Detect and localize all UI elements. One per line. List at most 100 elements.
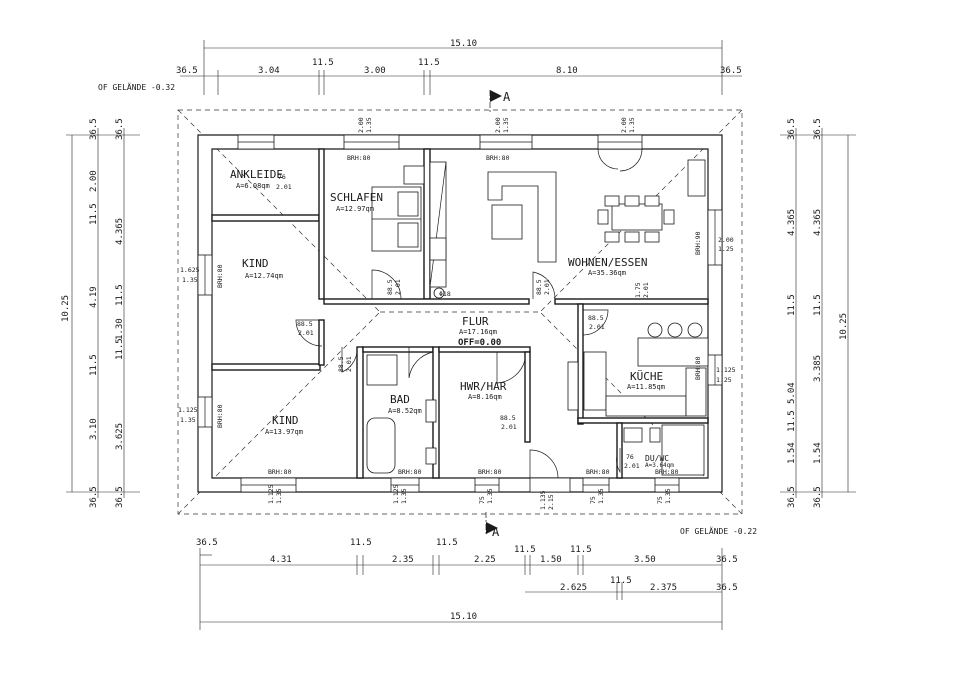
win-ankleide-w: 76 bbox=[278, 173, 286, 181]
dim-bottom-r3-3: 2.375 bbox=[650, 583, 677, 593]
section-mark-bottom: A bbox=[492, 525, 500, 539]
brh-label: BRH:80 bbox=[586, 468, 610, 476]
dimension-bottom: 36.5 11.5 11.5 4.31 2.35 2.25 11.5 1.50 … bbox=[196, 538, 738, 630]
brh-label: BRH:80 bbox=[478, 468, 502, 476]
dimension-left: 10.25 36.5 11.5 4.19 11.5 3.10 36.5 36.5… bbox=[61, 118, 140, 508]
dim-win-wohnen1-h: 1.35 bbox=[502, 117, 510, 133]
room-kind2-area: A=13.97qm bbox=[265, 428, 303, 436]
dim-bottom-r2-3: 2.25 bbox=[474, 555, 496, 565]
dim-left-outer-4: 11.5 bbox=[89, 354, 99, 376]
room-kind2-name: KIND bbox=[272, 414, 299, 427]
bottom-opening-1-h: 1.35 bbox=[275, 488, 283, 504]
dim-win-kueche-h: 1.25 bbox=[716, 376, 732, 384]
bottom-opening-4-h: 2.15 bbox=[547, 494, 555, 510]
dim-right-inner-6: 36.5 bbox=[813, 486, 823, 508]
door-wohnen-w: 88.5 bbox=[535, 279, 543, 295]
room-kueche-area: A=11.85qm bbox=[627, 383, 665, 391]
room-duwc-name: DU/WC bbox=[645, 454, 669, 463]
bottom-opening-5-w: 75 bbox=[589, 496, 597, 504]
brh-label: BRH:80 bbox=[694, 356, 702, 380]
bottom-opening-1-w: 1.125 bbox=[267, 484, 275, 504]
dim-win-schlafen-h: 1.35 bbox=[365, 117, 373, 133]
dim-win-kind1-w: 1.625 bbox=[180, 266, 200, 274]
brh-label: BRH:80 bbox=[655, 468, 679, 476]
dim-left-outer-2: 11.5 bbox=[89, 203, 99, 225]
door-kueche-top-h: 2.01 bbox=[642, 282, 650, 298]
section-markers: A A bbox=[485, 90, 511, 539]
dim-bottom-r3-1: 11.5 bbox=[610, 576, 632, 586]
interior-walls bbox=[211, 148, 709, 479]
bottom-opening-3-h: 1.35 bbox=[486, 488, 494, 504]
dimension-right: 10.25 36.5 4.365 11.5 5.04 11.5 1.54 36.… bbox=[780, 118, 856, 508]
win-ankleide-h: 2.01 bbox=[276, 183, 292, 191]
section-mark-top: A bbox=[503, 90, 511, 104]
door-hwr-h: 2.01 bbox=[501, 423, 517, 431]
bottom-opening-2-w: 1.125 bbox=[392, 484, 400, 504]
dim-win-wohnen-right-h: 1.25 bbox=[718, 245, 734, 253]
room-wohnen-area: A=35.36qm bbox=[588, 269, 626, 277]
dim-bottom-r2-7: 3.50 bbox=[634, 555, 656, 565]
bottom-opening-6-h: 1.35 bbox=[664, 488, 672, 504]
door-kueche-h: 2.01 bbox=[589, 323, 605, 331]
room-ankleide-name: ANKLEIDE bbox=[230, 168, 283, 181]
dim-right-inner-5: 1.54 bbox=[813, 442, 823, 464]
dim-right-inner-4: 3.385 bbox=[813, 355, 823, 382]
dim-left-inner-7: 3.625 bbox=[115, 423, 125, 450]
dim-left-outer-3: 4.19 bbox=[89, 286, 99, 308]
furniture bbox=[366, 159, 709, 476]
dim-bottom-r1-3: 11.5 bbox=[436, 538, 458, 548]
dim-win-kueche-w: 1.125 bbox=[716, 366, 736, 374]
dim-top-chain-1: 36.5 bbox=[176, 66, 198, 76]
dim-top-chain-5: 11.5 bbox=[418, 58, 440, 68]
dim-win-wohnen1-w: 2.00 bbox=[494, 117, 502, 133]
dim-right-outer-6: 1.54 bbox=[787, 442, 797, 464]
room-ankleide-area: A=6.08qm bbox=[236, 182, 270, 190]
dim-left-inner-6: 11.5 bbox=[115, 338, 125, 360]
door-duwc-w: 76 bbox=[626, 453, 634, 461]
room-wohnen-name: WOHNEN/ESSEN bbox=[568, 256, 647, 269]
room-schlafen-name: SCHLAFEN bbox=[330, 191, 383, 204]
dim-top-overall: 15.10 bbox=[450, 39, 477, 49]
room-flur-area: A=17.16qm bbox=[459, 328, 497, 336]
room-bad-area: A=8.52qm bbox=[388, 407, 422, 415]
level-notes: OF GELÄNDE -0.32 OF GELÄNDE -0.22 bbox=[98, 82, 757, 536]
dim-left-inner-3: 4.365 bbox=[115, 218, 125, 245]
dim-left-overall: 10.25 bbox=[61, 295, 71, 322]
room-flur-name: FLUR bbox=[462, 315, 489, 328]
dim-win-wohnen-right-w: 2.00 bbox=[718, 236, 734, 244]
dim-top-chain-2: 3.04 bbox=[258, 66, 280, 76]
door-kueche-top-w: 1.75 bbox=[634, 282, 642, 298]
door-schlafen-h: 2.01 bbox=[394, 279, 402, 295]
room-hwr-name: HWR/HAR bbox=[460, 380, 507, 393]
level-top-left: OF GELÄNDE -0.32 bbox=[98, 82, 175, 92]
brh-label: BRH:80 bbox=[347, 154, 371, 162]
windows bbox=[197, 134, 723, 493]
dim-bottom-r2-8: 36.5 bbox=[716, 555, 738, 565]
dim-right-inner-3: 11.5 bbox=[813, 294, 823, 316]
dim-bottom-r3-4: 36.5 bbox=[716, 583, 738, 593]
opening-labels: BRH:80 BRH:80 BRH:80 BRH:80 BRH:80 BRH:8… bbox=[178, 117, 736, 510]
brh-label: BRH:80 bbox=[216, 404, 224, 428]
room-bad-name: BAD bbox=[390, 393, 410, 406]
doors bbox=[295, 148, 643, 479]
room-hwr-area: A=8.16qm bbox=[468, 393, 502, 401]
door-duwc-h: 2.01 bbox=[624, 462, 640, 470]
dimension-top: 15.10 36.5 3.04 11.5 3.00 11.5 8.10 36.5 bbox=[176, 39, 742, 95]
room-schlafen-area: A=12.97qm bbox=[336, 205, 374, 213]
dim-top-chain-6: 8.10 bbox=[556, 66, 578, 76]
dim-bottom-r2-2: 2.35 bbox=[392, 555, 414, 565]
dim-left-outer-1: 36.5 bbox=[89, 118, 99, 140]
room-duwc-area: A=3.64qm bbox=[645, 462, 674, 469]
dim-right-outer-4: 5.04 bbox=[787, 382, 797, 404]
dim-right-outer-3: 11.5 bbox=[787, 294, 797, 316]
dim-left-inner-5: 1.30 bbox=[115, 318, 125, 340]
dim-top-chain-7: 36.5 bbox=[720, 66, 742, 76]
door-wohnen-h: 2.01 bbox=[543, 279, 551, 295]
dim-right-inner-2: 4.365 bbox=[813, 209, 823, 236]
door-kind1-w: 88.5 bbox=[297, 320, 313, 328]
dim-bottom-r3-2: 2.625 bbox=[560, 583, 587, 593]
dim-left-inner-1: 36.5 bbox=[115, 118, 125, 140]
brh-label: BRH:80 bbox=[486, 154, 510, 162]
dim-right-inner-1: 36.5 bbox=[813, 118, 823, 140]
